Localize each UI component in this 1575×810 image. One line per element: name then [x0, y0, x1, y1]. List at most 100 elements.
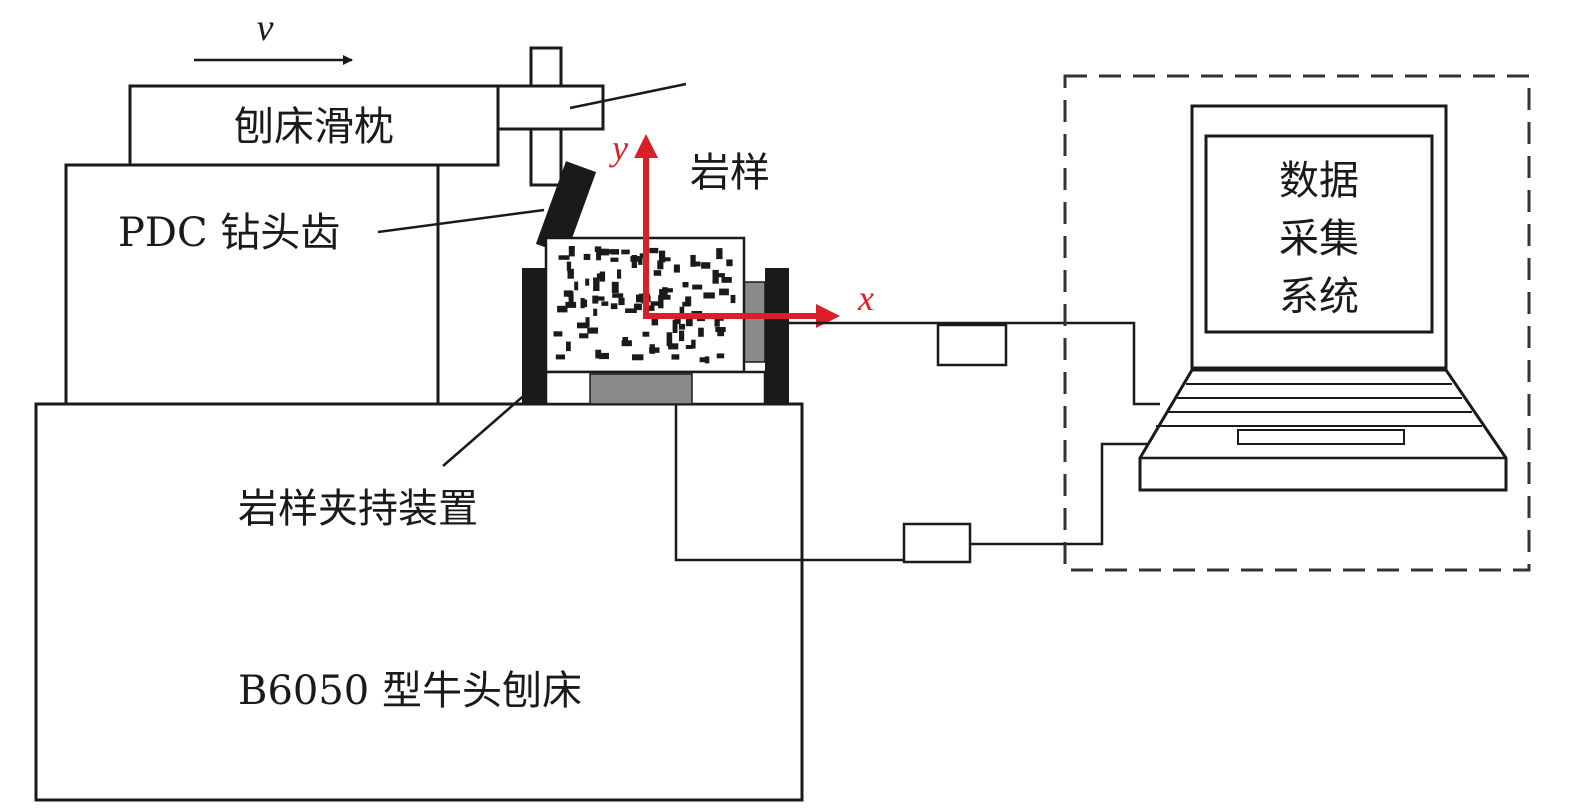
rock-speckle: [647, 305, 655, 311]
rock-speckle: [653, 270, 662, 276]
laptop-spacebar: [1237, 429, 1405, 445]
rock-speckle: [596, 273, 604, 279]
rock-speckle: [567, 268, 574, 279]
rock-speckle: [579, 333, 589, 339]
rock-speckle: [617, 269, 622, 279]
planer-column: [64, 163, 440, 406]
rock-speckle: [668, 343, 679, 350]
force-sensor: [589, 373, 693, 405]
rock-speckle: [662, 287, 668, 298]
axis-x-label: x: [857, 278, 874, 318]
rock-speckle: [610, 249, 620, 255]
rock-speckle: [717, 331, 725, 337]
rock-speckle: [592, 295, 599, 304]
axis-y-label: y: [609, 128, 628, 168]
rock-speckle: [585, 317, 590, 327]
cutter-label: PDC 钻头齿: [118, 210, 340, 256]
rock-speckle: [611, 281, 619, 294]
rock-speckle: [685, 345, 693, 349]
rock-speckle: [726, 259, 733, 267]
rock-speckle: [553, 331, 563, 337]
rock-speckle: [701, 262, 711, 269]
planer-ram: [128, 84, 500, 167]
rock-speckle: [716, 273, 725, 278]
rock-speckle: [555, 354, 565, 360]
rock-speckle: [690, 254, 696, 267]
rock-speckle: [585, 278, 590, 286]
rock-speckle: [716, 353, 725, 359]
rock-speckle: [610, 257, 619, 262]
daq-system-boundary: [1063, 74, 1531, 572]
rock-speckle: [594, 246, 602, 252]
rock-speckle: [595, 296, 605, 301]
rock-speckle: [632, 354, 644, 361]
cable-upper: [789, 321, 1160, 406]
rock-speckle: [659, 294, 671, 300]
laptop-screen: [1204, 134, 1434, 334]
tool-post-bottom: [529, 127, 563, 187]
rock-speckle: [634, 303, 642, 311]
rock-speckle: [712, 269, 719, 284]
rock-speckle: [583, 253, 591, 260]
cable-lower: [674, 404, 904, 562]
rock-speckle: [618, 297, 625, 306]
rock-speckle: [685, 313, 693, 327]
clamp-right-jaw: [765, 268, 789, 404]
cable-lower-to-laptop: [970, 442, 1150, 546]
rock-speckle: [679, 306, 685, 317]
axis-x-arrowhead: [816, 304, 840, 328]
rock-speckle: [606, 249, 613, 254]
rock-speckle: [631, 255, 637, 268]
pdc-cutter: [535, 161, 597, 255]
rock-speckle: [612, 293, 624, 298]
rock-speckle: [557, 305, 568, 313]
rock-speckle: [574, 281, 579, 291]
rock-speckle: [563, 290, 573, 297]
rock-speckle: [649, 247, 659, 254]
rock-speckle: [621, 249, 630, 255]
rock-speckle: [558, 255, 570, 260]
rock-speckle: [693, 261, 701, 267]
rock-speckle: [661, 257, 671, 262]
rock-speckle: [673, 264, 680, 273]
rock-speckle: [714, 318, 720, 327]
daq-label-line1: 数据: [1279, 158, 1359, 204]
rock-speckle: [566, 261, 572, 272]
rock-speckle: [698, 327, 704, 337]
rock-speckle: [721, 277, 732, 283]
rock-speckle: [699, 357, 708, 363]
clamp-label: 岩样夹持装置: [238, 486, 478, 532]
rock-speckle: [651, 318, 659, 326]
amplifier-lower: [902, 522, 972, 564]
rock-speckle: [659, 250, 666, 263]
rock-speckle: [568, 293, 574, 306]
daq-label-line2: 采集: [1279, 216, 1359, 262]
rock-speckle: [593, 308, 598, 316]
rock-speckle: [595, 349, 602, 359]
rock-speckle: [610, 303, 618, 310]
rock-speckle: [674, 318, 681, 325]
tool-head-leader: [569, 82, 687, 110]
rock-speckle: [638, 256, 643, 265]
rock-speckle: [601, 301, 609, 306]
rock-speckle: [566, 341, 571, 352]
rock-speckle: [636, 294, 643, 303]
rock-speckle: [730, 294, 736, 304]
rock-speckle: [719, 288, 729, 296]
rock-speckle: [663, 288, 673, 293]
rock-speckle: [666, 332, 673, 347]
rock-speckle: [580, 298, 585, 309]
rock-speckle: [715, 327, 726, 332]
rock-speckle: [682, 282, 689, 288]
rock-speckle: [703, 292, 715, 299]
rock-speckle: [598, 248, 610, 256]
rock-speckle: [639, 253, 646, 259]
cutter-leader: [377, 208, 545, 234]
rock-speckle: [625, 308, 637, 313]
rock-label: 岩样: [690, 150, 770, 196]
machine-label: B6050 型牛头刨床: [238, 668, 582, 714]
rock-speckle: [657, 260, 664, 270]
rock-speckle: [596, 251, 602, 261]
rock-speckle: [650, 301, 661, 306]
